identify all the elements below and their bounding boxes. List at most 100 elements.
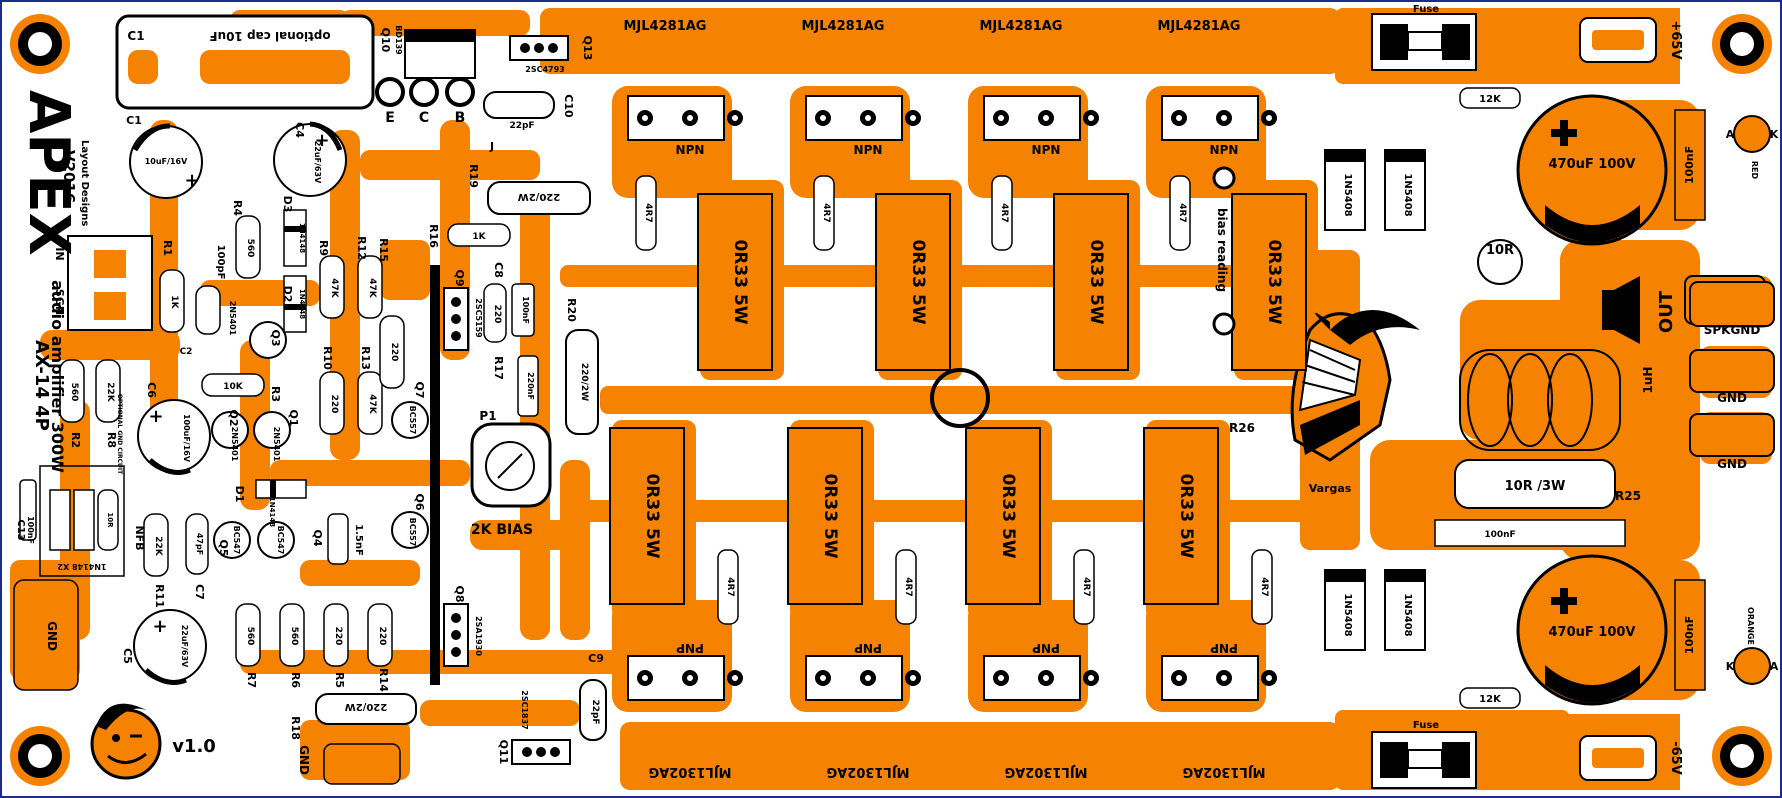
r11-val: 22K bbox=[153, 536, 163, 557]
rail-pos-connector: +65V bbox=[1579, 17, 1683, 63]
d2-part: 1N4148 bbox=[298, 289, 306, 319]
led-orange-label: ORANGE bbox=[1746, 607, 1755, 645]
artist-label: Vargas bbox=[1309, 482, 1352, 495]
q6-part: BC557 bbox=[408, 518, 417, 547]
small-diodes: 1N4148 D3 1N4148 D2 1N4148 D1 bbox=[233, 196, 307, 527]
q3-body bbox=[249, 321, 287, 359]
led-orange-k: K bbox=[1726, 660, 1735, 673]
input-connector[interactable]: IN SGN bbox=[53, 235, 153, 331]
npn-1-label: NPN bbox=[676, 143, 705, 157]
q1-part: 2N5401 bbox=[272, 427, 281, 462]
rect-diode-3-label: 1N5408 bbox=[1342, 593, 1353, 636]
pnp-2-part: MJL1302AG bbox=[827, 764, 910, 779]
board-designer: Layout Designs bbox=[79, 140, 90, 226]
rect-diode-2-label: 1N5408 bbox=[1402, 173, 1413, 216]
q5-ref: Q5 bbox=[217, 539, 230, 556]
r16-val: 1K bbox=[472, 232, 486, 242]
npn-q-3: NPN MJL4281AG bbox=[980, 19, 1099, 157]
r6-ref: R6 bbox=[289, 672, 302, 688]
d1-ref: D1 bbox=[233, 486, 246, 503]
q3-part: 2N5401 bbox=[228, 301, 237, 336]
bias-pot-p1[interactable]: P1 2K BIAS bbox=[470, 409, 552, 538]
r8-body bbox=[95, 359, 121, 423]
q9-transistor: Q9 2SC5159 bbox=[443, 269, 483, 351]
pnp-1-label: PNP bbox=[676, 641, 704, 655]
base-res-8: 4R7 bbox=[1259, 577, 1269, 596]
emitter-res-bot-2 bbox=[787, 427, 863, 605]
q8-part: 2SA1930 bbox=[474, 616, 483, 656]
q13-ref: Q13 bbox=[581, 36, 594, 61]
opt-gnd-circuit-label: OPTIONAL GND CIRCUIT bbox=[116, 394, 123, 475]
fuse-top-label: Fuse bbox=[1413, 4, 1439, 15]
psu-cap-bottom: 470uF 100V bbox=[1516, 554, 1668, 706]
emitter-resistors: 0R33 5W 0R33 5W 0R33 5W 0R33 5W 0R33 5W … bbox=[609, 193, 1307, 605]
base-res-4: 4R7 bbox=[1177, 203, 1187, 222]
board-model: AX-14 4P bbox=[31, 340, 52, 431]
npn-q-4: NPN MJL4281AG bbox=[1158, 19, 1277, 157]
gnd-main-label: GND bbox=[45, 621, 59, 651]
psu-cap-top: 470uF 100V bbox=[1516, 94, 1668, 246]
psu-film-cap-bottom: 100nF bbox=[1674, 579, 1706, 691]
q2-body bbox=[211, 411, 249, 449]
c10-cap: 22pF C10 bbox=[483, 91, 575, 131]
r14-ref: R14 bbox=[377, 668, 390, 692]
emitter-res-top-2-label: 0R33 5W bbox=[908, 239, 928, 324]
r12-ref: R12 bbox=[355, 236, 368, 260]
npn-transistors: NPN MJL4281AG NPN MJL4281AG NPN MJL4281A… bbox=[624, 19, 1277, 157]
base-resistors: 4R7 4R7 4R7 4R7 4R7 4R7 4R7 4R7 bbox=[635, 175, 1273, 625]
spkgnd-connector: SPKGND bbox=[1689, 281, 1775, 337]
emitter-res-bot-3-label: 0R33 5W bbox=[998, 473, 1018, 558]
pnp-4-part: MJL1302AG bbox=[1183, 764, 1266, 779]
q8-transistor: Q8 2SA1930 bbox=[443, 585, 483, 667]
optional-cap-box: C1 optional cap 10uF bbox=[115, 14, 375, 110]
c1-box-ref: C1 bbox=[127, 29, 144, 43]
npn-3-part: MJL4281AG bbox=[980, 19, 1063, 34]
base-res-7: 4R7 bbox=[1081, 577, 1091, 596]
c6-cap: 100uF/16V + C6 bbox=[137, 382, 211, 475]
r5-body bbox=[323, 603, 349, 667]
r9-ref: R9 bbox=[317, 240, 330, 256]
mounting-holes bbox=[18, 22, 1764, 778]
npn-4-part: MJL4281AG bbox=[1158, 19, 1241, 34]
rail-neg-label: -65V bbox=[1668, 741, 1683, 775]
emitter-res-top-3-label: 0R33 5W bbox=[1086, 239, 1106, 324]
q2-part: 2N5401 bbox=[230, 427, 239, 462]
c6-ref: C6 bbox=[145, 382, 158, 398]
q1-ref: Q1 bbox=[287, 409, 300, 426]
q5-body bbox=[213, 521, 251, 559]
r17-ref: R17 bbox=[492, 356, 505, 380]
r2-val: 560 bbox=[69, 383, 79, 402]
rect-diode-1-label: 1N5408 bbox=[1342, 173, 1353, 216]
rectifier-diodes-bottom: 1N5408 1N5408 bbox=[1324, 569, 1426, 651]
rectifier-diodes-top: 1N5408 1N5408 bbox=[1324, 149, 1426, 231]
q6-body bbox=[391, 511, 429, 549]
r4-ref: R4 bbox=[231, 200, 244, 216]
c5-ref: C5 bbox=[121, 648, 134, 664]
c2-val: 100pF bbox=[215, 245, 226, 280]
resistor-12k-bottom: 12K bbox=[1459, 687, 1521, 709]
c4-cap: 22uF/63V + C4 bbox=[273, 121, 347, 197]
pnp-q-4: PNP MJL1302AG bbox=[1161, 641, 1277, 779]
npn-2-part: MJL4281AG bbox=[802, 19, 885, 34]
gnd-out1-label: GND bbox=[1717, 391, 1747, 405]
q13-part: 2SC4793 bbox=[525, 65, 564, 74]
small-resistors: 1K R1 560 R2 22K R8 560 R4 10K R3 47K R9… bbox=[59, 200, 405, 692]
pnp-3-part: MJL1302AG bbox=[1005, 764, 1088, 779]
resistor-10r-round: 10R bbox=[1477, 239, 1523, 285]
r1-val: 1K bbox=[169, 295, 179, 309]
r13-val: 47K bbox=[367, 394, 377, 415]
board-title: APEX bbox=[16, 90, 81, 256]
r25-ref: R25 bbox=[1615, 489, 1641, 503]
r19-val: 220/2W bbox=[518, 191, 561, 202]
r7-body bbox=[235, 603, 261, 667]
resistor-12k-top: 12K bbox=[1459, 87, 1521, 109]
led-red-k: K bbox=[1770, 128, 1779, 141]
q7-ref: Q7 bbox=[413, 381, 426, 398]
npn-q-2: NPN MJL4281AG bbox=[802, 19, 921, 157]
speaker-icon bbox=[1602, 276, 1640, 344]
q1-body bbox=[253, 411, 291, 449]
npn-q-1: NPN MJL4281AG bbox=[624, 19, 743, 157]
c13-val: 100nF bbox=[26, 516, 35, 544]
bias-reading-label: bias reading bbox=[1215, 208, 1229, 292]
